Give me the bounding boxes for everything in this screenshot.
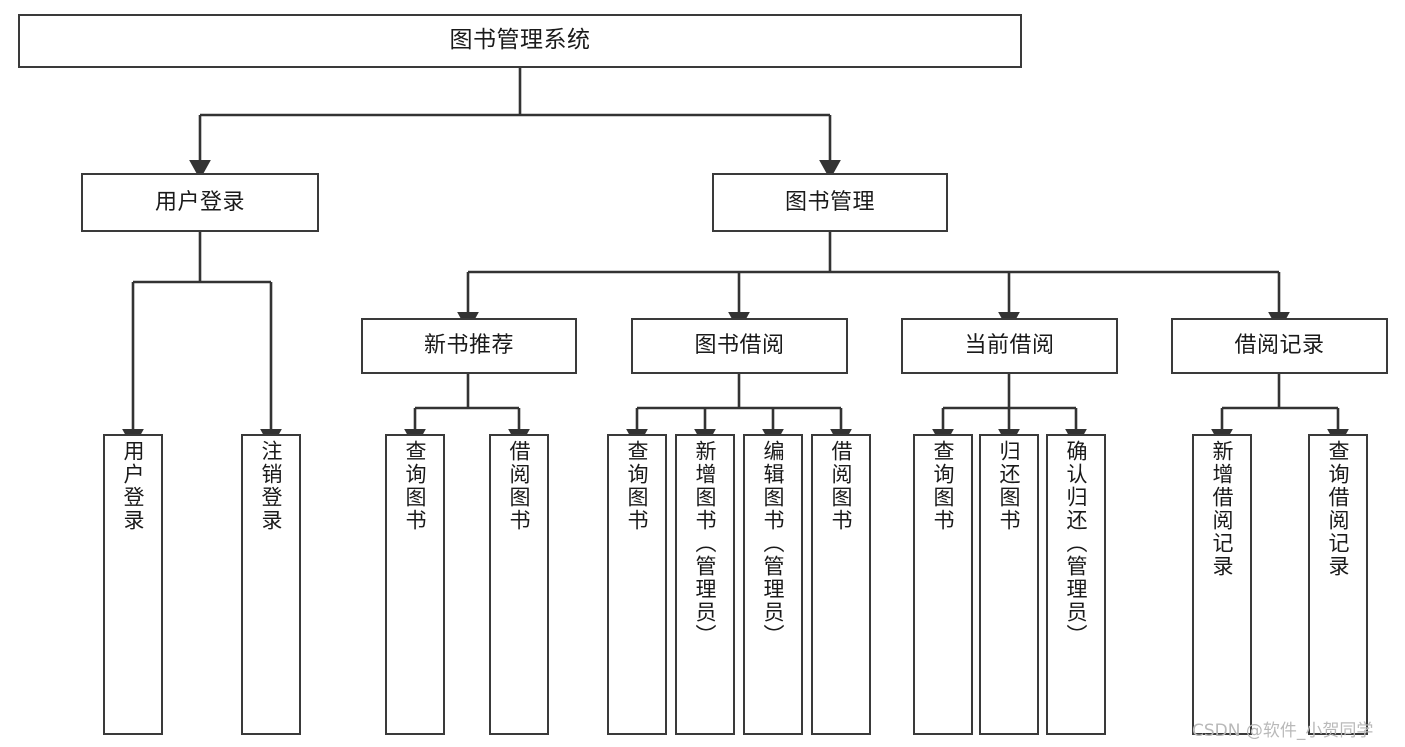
node-label: 新增图书（管理员） xyxy=(693,440,718,647)
node-label: 编辑图书（管理员） xyxy=(761,440,786,647)
node-label: 注销登录 xyxy=(259,440,284,532)
node-label: 查询图书 xyxy=(403,440,428,532)
leaf-book-borrow-0[interactable]: 查询图书 xyxy=(607,434,667,735)
node-label: 新增借阅记录 xyxy=(1210,440,1235,578)
node-label: 查询图书 xyxy=(625,440,650,532)
node-label: 新书推荐 xyxy=(423,333,514,359)
node-borrow-record[interactable]: 借阅记录 xyxy=(1171,318,1388,374)
node-label: 借阅记录 xyxy=(1234,333,1325,359)
node-label: 图书管理 xyxy=(784,189,875,215)
node-book-borrow[interactable]: 图书借阅 xyxy=(631,318,848,374)
node-root-book-management-system[interactable]: 图书管理系统 xyxy=(18,14,1022,68)
node-label: 当前借阅 xyxy=(964,333,1055,359)
leaf-current-borrow-1[interactable]: 归还图书 xyxy=(979,434,1039,735)
node-label: 用户登录 xyxy=(154,189,245,215)
node-label: 查询借阅记录 xyxy=(1326,440,1351,578)
leaf-book-borrow-3[interactable]: 借阅图书 xyxy=(811,434,871,735)
node-label: 确认归还（管理员） xyxy=(1064,440,1089,647)
node-label: 图书借阅 xyxy=(694,333,785,359)
leaf-current-borrow-2[interactable]: 确认归还（管理员） xyxy=(1046,434,1106,735)
leaf-user-login-0[interactable]: 用户登录 xyxy=(103,434,163,735)
node-current-borrow[interactable]: 当前借阅 xyxy=(901,318,1118,374)
node-new-book-recommend[interactable]: 新书推荐 xyxy=(361,318,577,374)
leaf-book-borrow-1[interactable]: 新增图书（管理员） xyxy=(675,434,735,735)
leaf-borrow-record-1[interactable]: 查询借阅记录 xyxy=(1308,434,1368,735)
leaf-book-borrow-2[interactable]: 编辑图书（管理员） xyxy=(743,434,803,735)
leaf-new-book-recommend-0[interactable]: 查询图书 xyxy=(385,434,445,735)
watermark-text: CSDN @软件_小贺同学 xyxy=(1192,721,1374,741)
node-label: 借阅图书 xyxy=(829,440,854,532)
node-label: 借阅图书 xyxy=(507,440,532,532)
node-book-management[interactable]: 图书管理 xyxy=(712,173,948,232)
leaf-current-borrow-0[interactable]: 查询图书 xyxy=(913,434,973,735)
leaf-borrow-record-0[interactable]: 新增借阅记录 xyxy=(1192,434,1252,735)
node-label: 图书管理系统 xyxy=(449,27,591,54)
node-label: 归还图书 xyxy=(997,440,1022,532)
node-label: 查询图书 xyxy=(931,440,956,532)
leaf-user-login-1[interactable]: 注销登录 xyxy=(241,434,301,735)
leaf-new-book-recommend-1[interactable]: 借阅图书 xyxy=(489,434,549,735)
node-label: 用户登录 xyxy=(121,440,146,532)
node-user-login[interactable]: 用户登录 xyxy=(81,173,319,232)
